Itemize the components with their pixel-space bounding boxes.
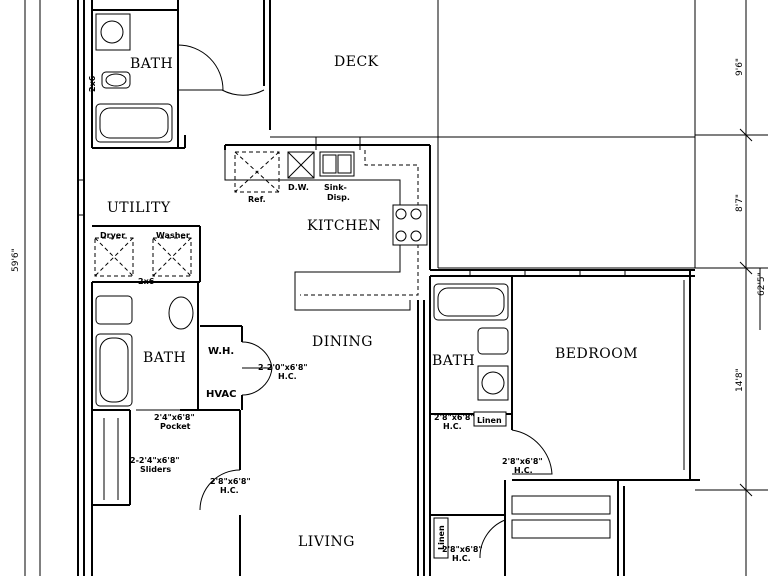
sink-top-bath xyxy=(95,13,131,51)
label-stud-top: 2x6 xyxy=(88,75,97,92)
label-bath-right: BATH xyxy=(432,353,475,369)
room-labels: BATH DECK UTILITY KITCHEN DINING BATH BA… xyxy=(107,54,638,550)
dim-kitchen-span: 8'7" xyxy=(735,194,745,212)
kitchen-sink xyxy=(319,151,355,177)
fixtures xyxy=(94,13,611,559)
note-wh-door-2: H.C. xyxy=(278,372,297,381)
door-notes: 2-2'0"x6'8" H.C. 2'4"x6'8" Pocket 2-2'4"… xyxy=(130,363,543,563)
label-dining: DINING xyxy=(312,334,373,350)
label-sink-1: Sink- xyxy=(324,183,347,192)
dryer xyxy=(94,237,134,277)
note-pocket-1: 2'4"x6'8" xyxy=(154,413,195,422)
note-linen-door-2: H.C. xyxy=(452,554,471,563)
dim-bedroom-depth: 14'8" xyxy=(735,368,745,392)
note-bedroom-door-1: 2'8"x6'8" xyxy=(502,457,543,466)
sink-left-bath xyxy=(168,296,194,330)
label-stud-utility: 2x6 xyxy=(138,277,155,286)
dimension-labels: 59'6" 9'6" 8'7" 62'5" 14'8" xyxy=(11,58,767,392)
dim-deck-depth: 9'6" xyxy=(735,58,745,76)
label-bath-top: BATH xyxy=(130,56,173,72)
label-deck: DECK xyxy=(334,54,379,70)
label-dw: D.W. xyxy=(288,183,309,192)
label-bath-left: BATH xyxy=(143,350,186,366)
tub-right-bath xyxy=(433,283,509,321)
linen-closet-right xyxy=(473,411,507,427)
note-bath-door-1: 2'8"x6'8" xyxy=(434,413,475,422)
note-linen-door-1: 2'8"x6'8" xyxy=(442,545,483,554)
dim-overall-height: 59'6" xyxy=(11,248,21,272)
label-utility: UTILITY xyxy=(107,200,171,216)
note-living-door-1: 2'8"x6'8" xyxy=(210,477,251,486)
label-ref: Ref. xyxy=(248,195,266,204)
linen-closet-bottom xyxy=(433,517,449,559)
dimension-lines xyxy=(24,0,768,576)
note-bedroom-door-2: H.C. xyxy=(514,466,533,475)
note-pocket-2: Pocket xyxy=(160,422,191,431)
note-living-door-2: H.C. xyxy=(220,486,239,495)
label-living: LIVING xyxy=(298,534,355,550)
note-bath-door-2: H.C. xyxy=(443,422,462,431)
label-washer: Washer xyxy=(156,231,190,240)
toilet-right-bath xyxy=(477,327,509,355)
fixture-labels: Ref. D.W. Sink- Disp. Dryer Washer W.H. … xyxy=(88,75,502,550)
note-wh-door-1: 2-2'0"x6'8" xyxy=(258,363,308,372)
tub-top-bath xyxy=(95,103,173,143)
label-bedroom: BEDROOM xyxy=(555,346,638,362)
note-sliders-1: 2-2'4"x6'8" xyxy=(130,456,180,465)
label-kitchen: KITCHEN xyxy=(307,218,381,234)
dim-right-total: 62'5" xyxy=(757,272,767,296)
label-linen-right: Linen xyxy=(477,416,502,425)
label-sink-2: Disp. xyxy=(327,193,350,202)
note-sliders-2: Sliders xyxy=(140,465,171,474)
refrigerator xyxy=(234,151,280,193)
walls xyxy=(77,0,700,576)
label-wh: W.H. xyxy=(208,346,234,357)
toilet-left-bath xyxy=(95,295,133,325)
label-linen-bottom: Linen xyxy=(437,525,446,550)
stove xyxy=(392,204,428,246)
kitchen-counters xyxy=(224,137,419,311)
tub-left-bath xyxy=(95,333,133,407)
label-dryer: Dryer xyxy=(100,231,125,240)
label-hvac: HVAC xyxy=(206,389,237,400)
washer xyxy=(152,237,192,277)
